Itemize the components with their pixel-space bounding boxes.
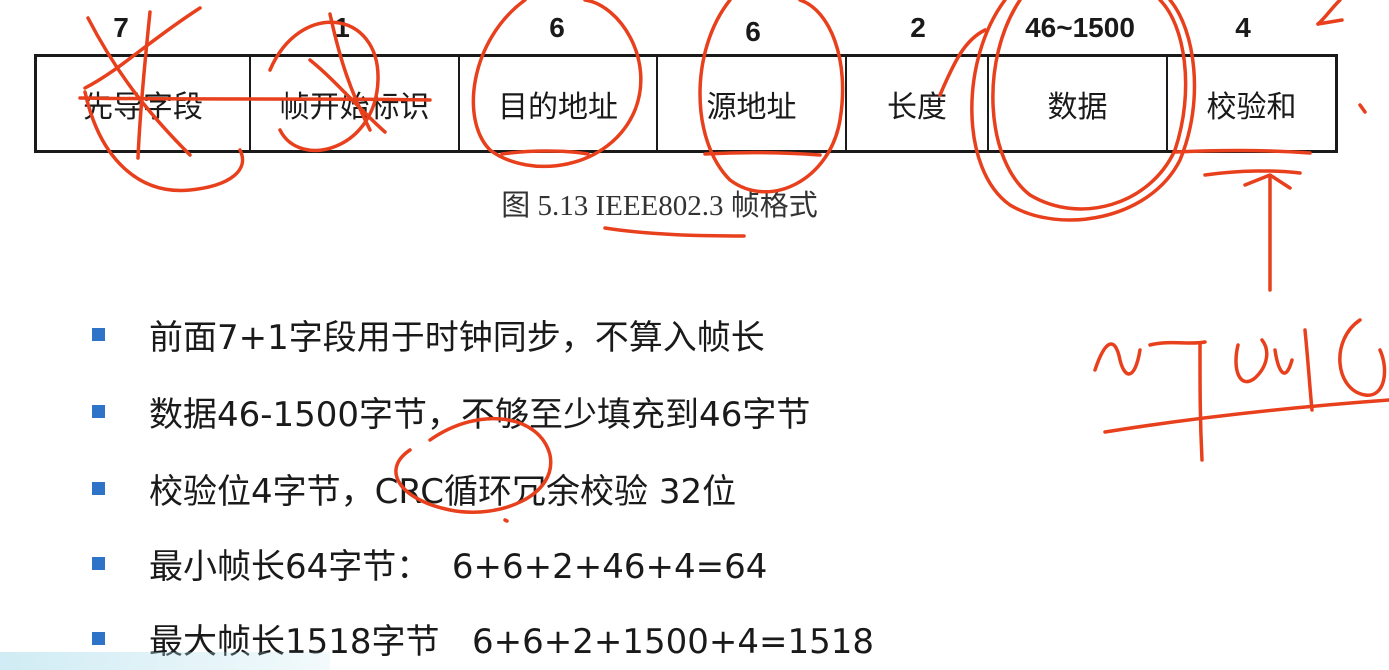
screen-highlight	[0, 652, 330, 670]
handwriting	[1093, 342, 1142, 376]
field-data: 数据	[989, 57, 1168, 150]
bullet-item: 数据46-1500字节，不够至少填充到46字节	[92, 387, 810, 436]
field-size-label: 2	[910, 12, 926, 43]
field-size-label: 46~1500	[1025, 12, 1135, 43]
bullet-square-icon	[92, 405, 105, 418]
field-label: 目的地址	[498, 89, 618, 125]
dot-mark	[1358, 103, 1367, 114]
field-label: 先导字段	[83, 89, 203, 125]
arrow-mark	[1316, 18, 1344, 26]
bullet-square-icon	[92, 328, 105, 341]
underline-mark	[603, 226, 746, 238]
bullet-text: 前面7+1字段用于时钟同步，不算入帧长	[149, 318, 765, 358]
bullet-text: 数据46-1500字节，不够至少填充到46字节	[149, 395, 811, 435]
field-destination-address: 目的地址	[460, 57, 658, 150]
bullet-text: 最小帧长64字节： 6+6+2+46+4=64	[149, 547, 768, 587]
frame-format-table: 先导字段 帧开始标识 目的地址 源地址 长度 数据 校验和	[34, 54, 1338, 153]
handwriting	[1273, 348, 1294, 375]
field-size-label: 7	[113, 12, 129, 43]
field-checksum: 校验和	[1168, 57, 1335, 150]
handwriting	[1234, 338, 1269, 384]
field-source-address: 源地址	[658, 57, 847, 150]
field-label: 源地址	[706, 89, 797, 125]
field-sfd: 帧开始标识	[251, 57, 460, 150]
field-length: 长度	[847, 57, 989, 150]
field-size-label: 1	[334, 12, 350, 43]
dot-mark	[503, 518, 509, 523]
field-label: 数据	[1047, 89, 1108, 125]
field-size-label: 6	[745, 16, 761, 47]
field-label: 校验和	[1206, 89, 1297, 125]
handwriting	[1198, 343, 1204, 462]
field-preamble: 先导字段	[37, 57, 251, 150]
field-size-label: 6	[549, 12, 565, 43]
arrow-mark	[1203, 169, 1302, 177]
figure-caption: 图 5.13 IEEE802.3 帧格式	[501, 190, 818, 222]
bullet-square-icon	[92, 482, 105, 495]
field-label: 帧开始标识	[279, 89, 430, 125]
field-label: 长度	[887, 89, 947, 125]
bullet-item: 校验位4字节，CRC循环冗余校验 32位	[92, 464, 736, 513]
field-size-label: 4	[1235, 12, 1251, 43]
bullet-item: 前面7+1字段用于时钟同步，不算入帧长	[92, 310, 765, 359]
underline-mark	[1103, 398, 1389, 434]
arrow-mark	[1316, 0, 1342, 26]
handwriting	[1338, 318, 1387, 397]
handwriting	[1303, 328, 1314, 412]
handwriting	[1148, 340, 1207, 347]
bullet-square-icon	[92, 557, 105, 570]
bullet-square-icon	[92, 632, 105, 645]
bullet-item: 最小帧长64字节： 6+6+2+46+4=64	[92, 539, 767, 588]
bullet-text: 校验位4字节，CRC循环冗余校验 32位	[149, 472, 737, 512]
